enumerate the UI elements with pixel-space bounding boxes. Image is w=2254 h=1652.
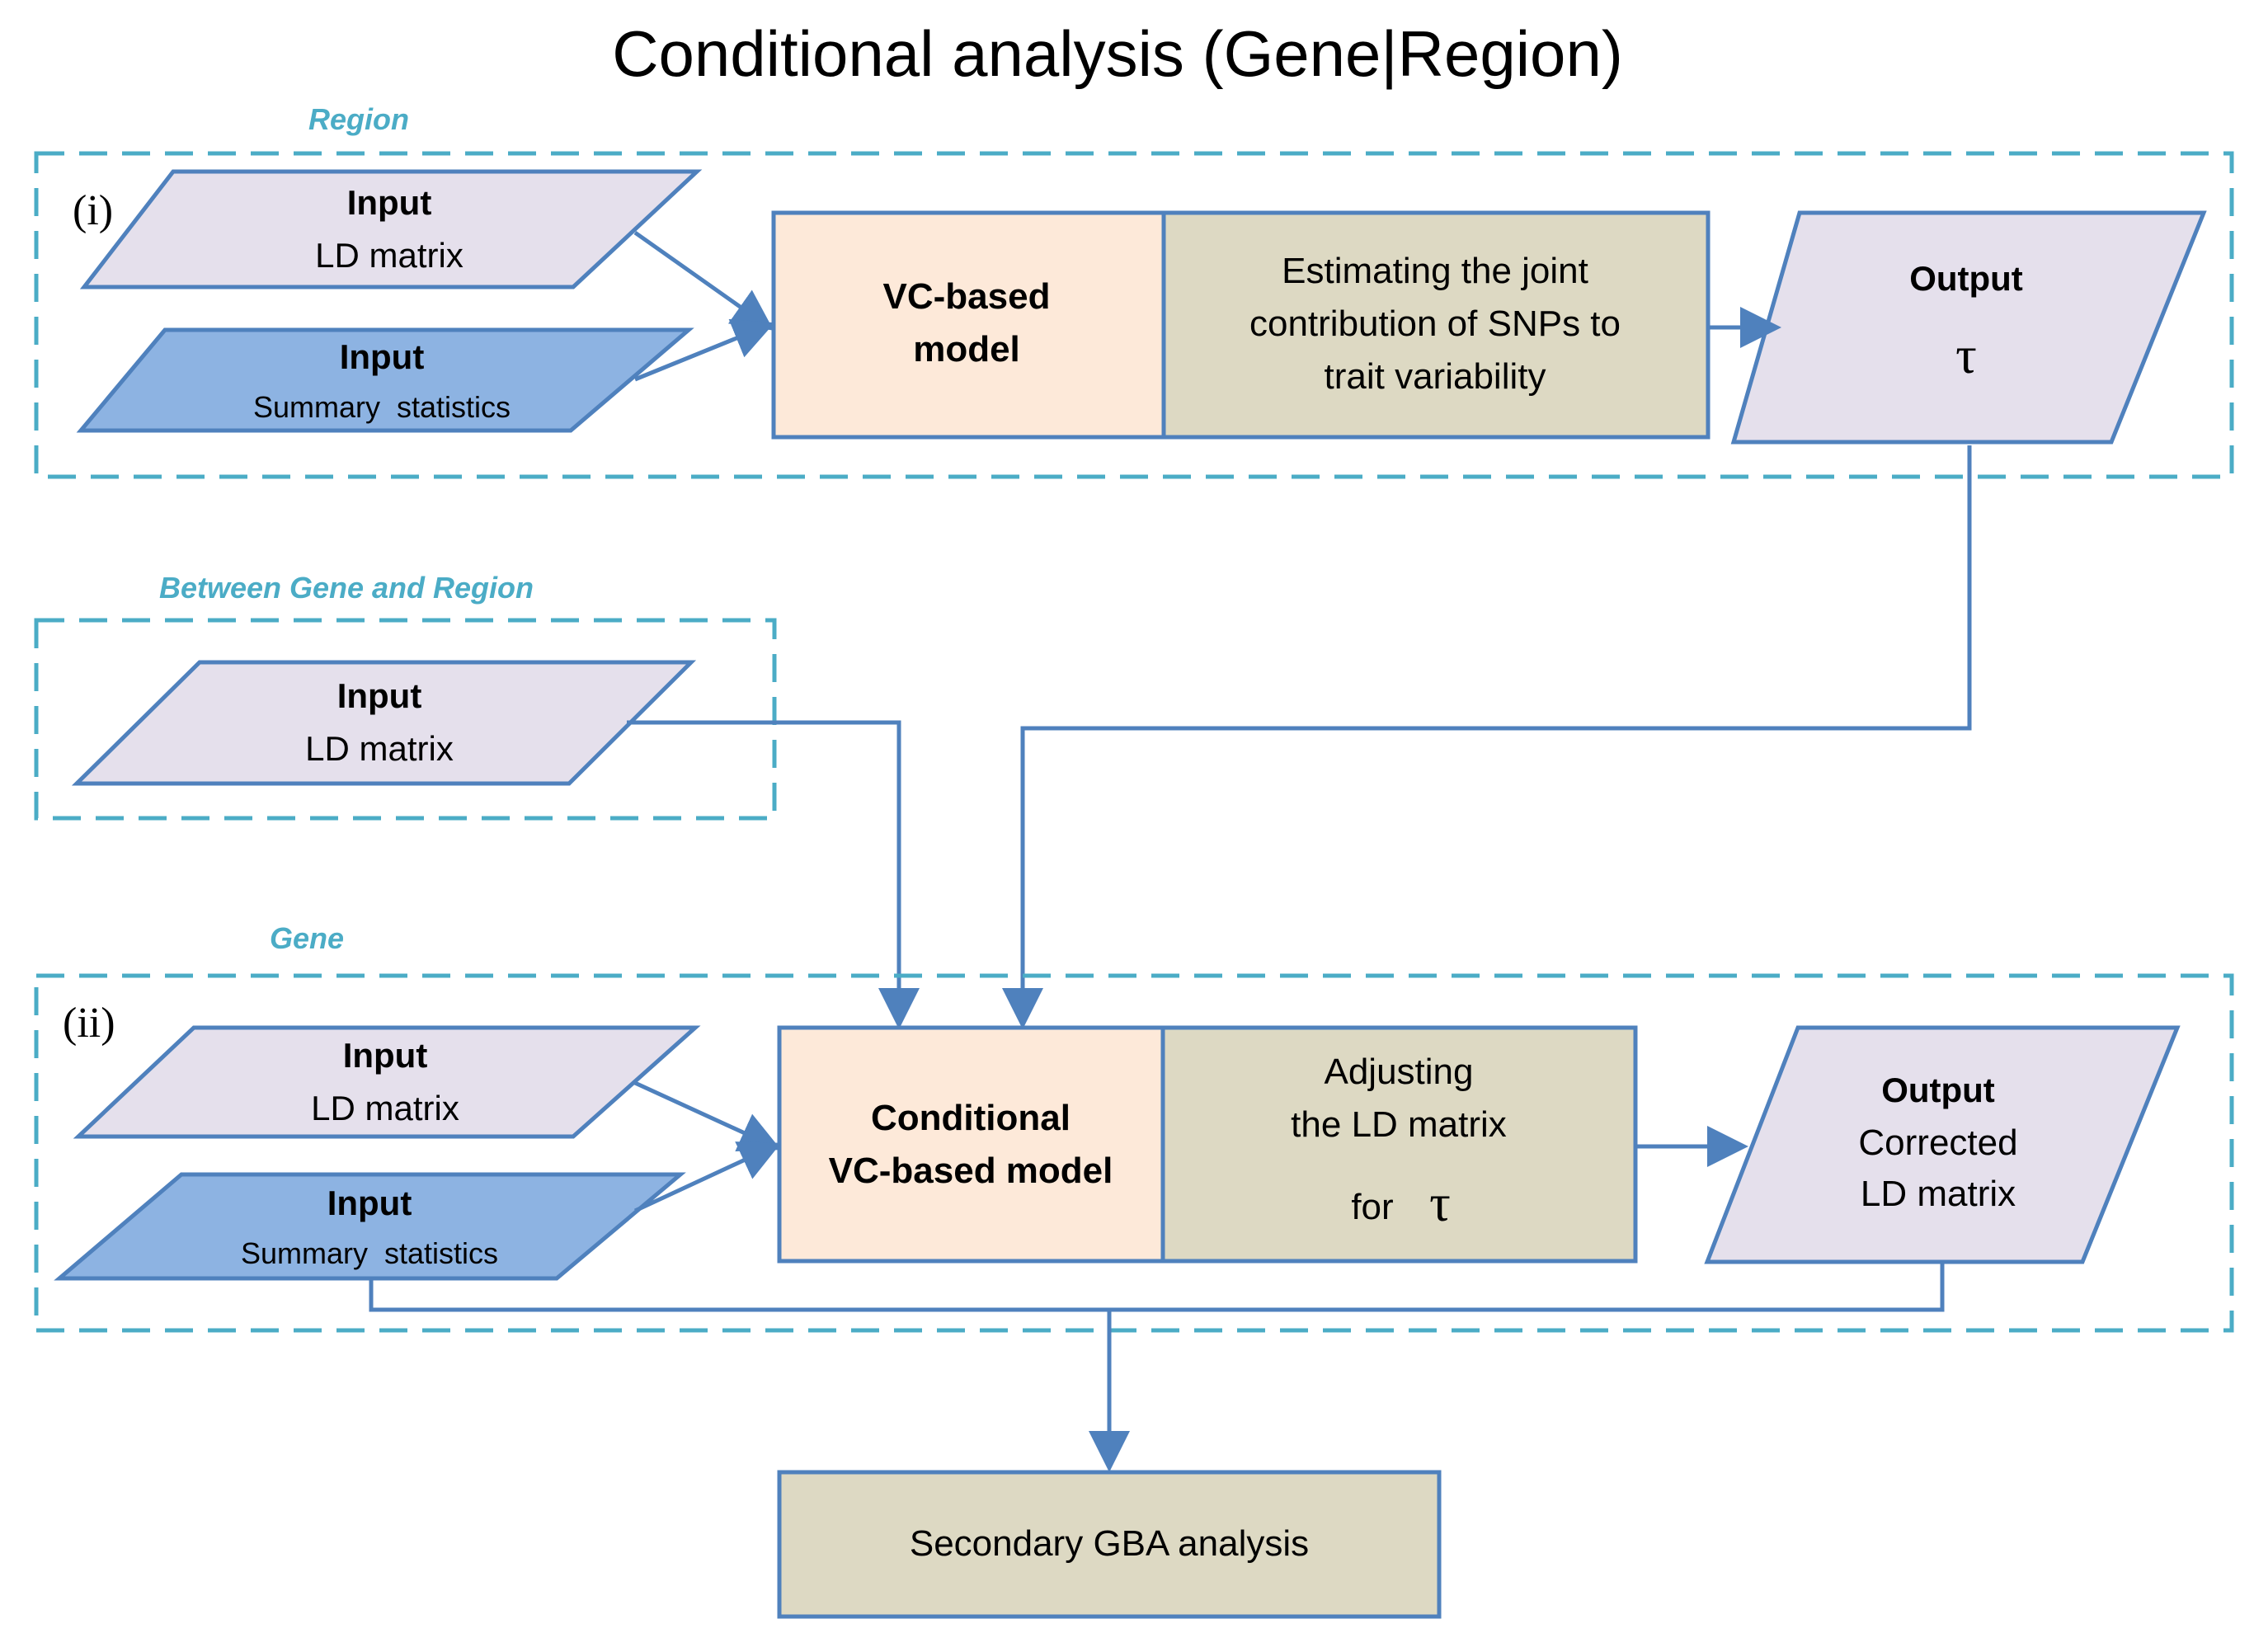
- region-model-line2: model: [913, 329, 1020, 369]
- region-process-box: Estimating the joint contribution of SNP…: [1161, 210, 1710, 440]
- secondary-gba-box: Secondary GBA analysis: [777, 1470, 1442, 1619]
- region-model-line1: VC-based: [883, 276, 1051, 317]
- gene-process-line1: Adjusting: [1324, 1052, 1473, 1092]
- between-label: Between Gene and Region: [159, 571, 534, 605]
- region-input-summary-shape: Input Summary statistics: [76, 327, 694, 433]
- gene-process-line2: the LD matrix: [1291, 1104, 1507, 1145]
- region-input-ld-shape: Input LD matrix: [79, 169, 703, 289]
- region-output-tau: τ: [1955, 326, 1977, 384]
- region-model-box: VC-based model: [771, 210, 1166, 440]
- between-input-ld-text: LD matrix: [305, 729, 454, 768]
- gene-input-summary-shape: Input Summary statistics: [54, 1172, 686, 1281]
- gene-dashed-box: [34, 973, 2234, 1333]
- gene-input-ld-shape: Input LD matrix: [73, 1025, 701, 1139]
- region-process-line2: contribution of SNPs to: [1249, 304, 1621, 344]
- gene-output-heading: Output: [1881, 1071, 1995, 1109]
- gene-model-line2: VC-based model: [829, 1151, 1113, 1191]
- region-dashed-box: [34, 151, 2234, 479]
- gene-input-summary-text: Summary statistics: [241, 1236, 498, 1270]
- region-input-ld-heading: Input: [347, 183, 432, 222]
- gene-arrows: [369, 1080, 1945, 1472]
- secondary-gba-text: Secondary GBA analysis: [910, 1523, 1309, 1564]
- region-label: Region: [308, 102, 409, 136]
- gene-step-label: (ii): [63, 1000, 115, 1047]
- gene-input-ld-text: LD matrix: [311, 1089, 459, 1127]
- gene-label: Gene: [270, 921, 344, 955]
- between-dashed-box: [34, 618, 777, 821]
- region-arrows: [633, 230, 1781, 382]
- diagram-title: Conditional analysis (Gene|Region): [612, 17, 1623, 90]
- gene-process-for: for: [1351, 1187, 1393, 1227]
- between-input-ld-shape: Input LD matrix: [71, 660, 697, 786]
- region-input-ld-text: LD matrix: [315, 236, 464, 275]
- gene-model-box: Conditional VC-based model: [777, 1025, 1165, 1264]
- gene-output-line1: Corrected: [1858, 1123, 2017, 1163]
- region-process-line3: trait variability: [1325, 356, 1546, 397]
- gene-input-ld-heading: Input: [343, 1036, 428, 1075]
- gene-process-tau: τ: [1429, 1174, 1451, 1232]
- gene-input-summary-heading: Input: [327, 1184, 412, 1222]
- gene-process-box: Adjusting the LD matrix for τ: [1160, 1025, 1638, 1264]
- gene-output-shape: Output Corrected LD matrix: [1704, 1025, 2181, 1264]
- gene-output-line2: LD matrix: [1861, 1174, 2016, 1214]
- region-input-summary-text: Summary statistics: [253, 390, 511, 424]
- gene-model-line1: Conditional: [871, 1098, 1071, 1138]
- between-input-ld-heading: Input: [337, 676, 422, 715]
- region-process-line1: Estimating the joint: [1282, 251, 1588, 291]
- region-step-label: (i): [73, 187, 113, 234]
- region-input-summary-heading: Input: [340, 337, 425, 376]
- region-output-shape: Output τ: [1730, 210, 2207, 445]
- connector-arrows: [627, 445, 1972, 1029]
- region-output-heading: Output: [1909, 259, 2023, 298]
